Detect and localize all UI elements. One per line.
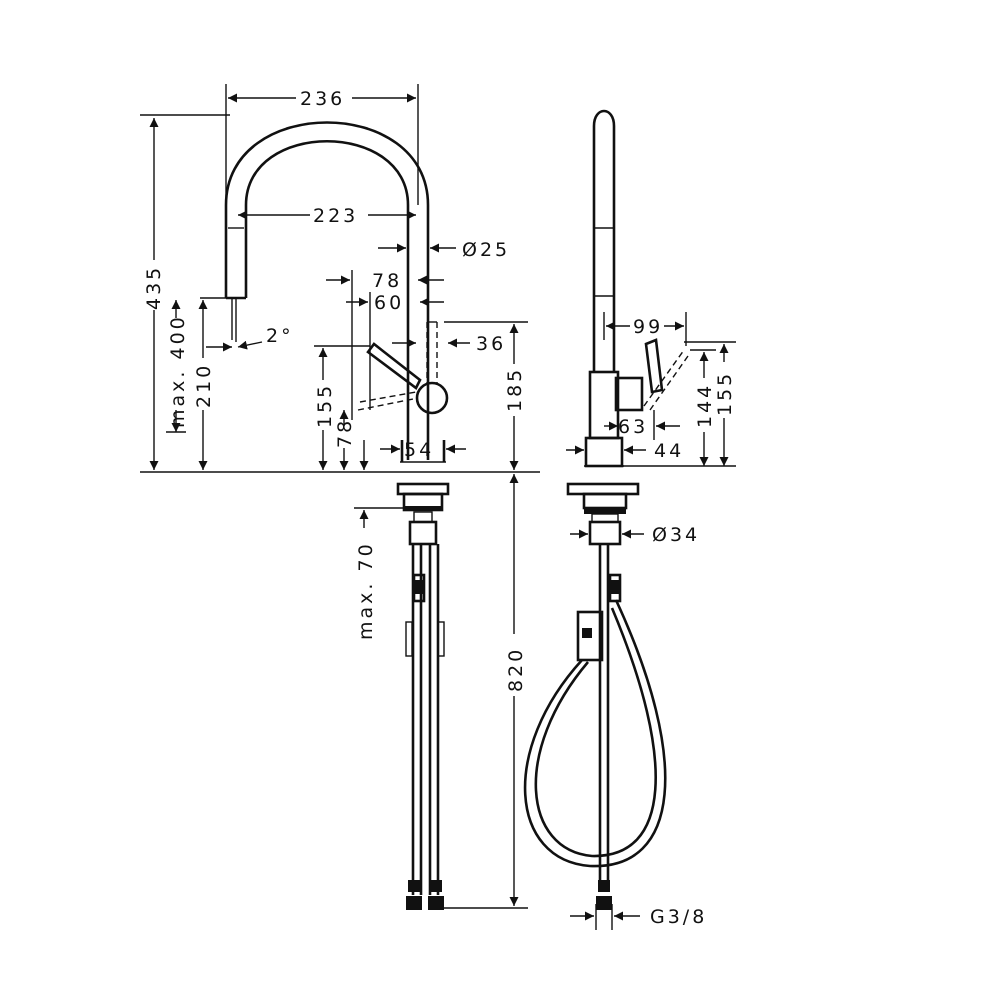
dim-diameter-34: Ø34 (652, 524, 700, 546)
dim-210: 210 (193, 363, 215, 408)
hose-loop-inner (534, 607, 657, 858)
dim-max-70: max. 70 (355, 541, 377, 640)
side-spout (592, 109, 616, 372)
dim-g3-8: G3/8 (650, 906, 707, 928)
handle-hub (415, 381, 449, 415)
dim-78-lower: 78 (334, 418, 356, 448)
dim-54: 54 (404, 439, 434, 461)
dim-155-front: 155 (314, 383, 336, 428)
dim-185: 185 (504, 367, 526, 412)
spout-outline (224, 121, 430, 460)
hose-loop-outer (523, 599, 667, 868)
dim-223: 223 (313, 205, 358, 227)
front-view: 236 223 Ø25 78 60 36 2° 435 max. 400 210 (140, 84, 540, 910)
mounting-plate (396, 482, 450, 496)
dim-44: 44 (654, 440, 684, 462)
side-view: 99 144 155 63 44 Ø34 G3/8 (523, 109, 736, 930)
dim-2-degrees: 2° (266, 325, 294, 347)
hose-weight (576, 610, 604, 662)
spout-inner (244, 140, 410, 460)
dim-435: 435 (143, 265, 165, 310)
dim-max-400: max. 400 (167, 314, 189, 428)
dim-155-side: 155 (714, 371, 736, 416)
dim-78-top: 78 (372, 270, 402, 292)
side-mounting-plate (566, 482, 640, 496)
dim-99: 99 (633, 316, 663, 338)
dim-36: 36 (476, 333, 506, 355)
dim-60: 60 (374, 292, 404, 314)
dim-820: 820 (505, 647, 527, 692)
dim-236: 236 (300, 88, 345, 110)
dim-diameter-25: Ø25 (462, 239, 510, 261)
side-lever (644, 338, 664, 394)
dim-144: 144 (694, 383, 716, 428)
dim-63: 63 (618, 416, 648, 438)
lever-handle (366, 342, 422, 390)
